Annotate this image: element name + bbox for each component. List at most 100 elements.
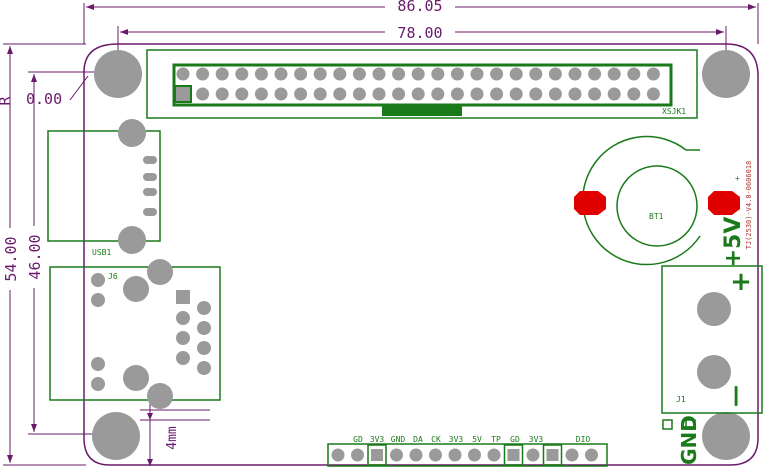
bottom-pin [468, 448, 481, 462]
mounting-hole-top-left [94, 50, 142, 98]
bottom-pin-label: 3V3 [370, 435, 385, 444]
header-pin [431, 67, 445, 81]
battery-plus-label: + [735, 174, 740, 183]
bottom-pin-label: 3V3 [449, 435, 464, 444]
dim-board-width: 86.05 [83, 0, 759, 44]
header-pin [490, 87, 504, 101]
board-width-label: 86.05 [397, 0, 442, 15]
dim-corner-radius: R 0.00 [0, 75, 89, 108]
header-pin [470, 87, 484, 101]
header-pin [646, 87, 660, 101]
header-pin [372, 87, 386, 101]
bottom-pin [487, 448, 501, 462]
bottom-pin [409, 448, 423, 462]
bottom-pin-label: DIO [576, 435, 591, 444]
bottom-pin [585, 448, 598, 462]
header-pin [176, 67, 190, 81]
header-pin [588, 87, 602, 101]
header-pin [509, 67, 523, 81]
header-pin [529, 67, 543, 81]
hole-spacing-label: 78.00 [397, 24, 442, 42]
header-pin [196, 87, 210, 101]
bottom-pin-label: DA [413, 435, 423, 444]
header-pin [548, 87, 562, 101]
header-pin [274, 67, 288, 81]
header-pin [215, 87, 229, 101]
bottom-pin-frame [367, 444, 387, 466]
bottom-pin-label: GD [510, 435, 520, 444]
board-height-label: 54.00 [2, 236, 20, 281]
edge-offset-label: 4mm [165, 426, 180, 450]
header-pin [313, 67, 327, 81]
dim-inner-height: 46.00 [26, 71, 118, 435]
bottom-pin-label: 5V [472, 435, 482, 444]
header-pin [372, 67, 386, 81]
header-pin [196, 67, 210, 81]
header-pin [607, 67, 621, 81]
header-pin [294, 87, 308, 101]
header-pin [254, 87, 268, 101]
header-pin [450, 67, 464, 81]
header-pin [568, 87, 582, 101]
header-pin [313, 87, 327, 101]
header-pin [274, 87, 288, 101]
header-pin [352, 87, 366, 101]
dim-board-height: 54.00 [2, 43, 86, 466]
bottom-pin [429, 448, 442, 462]
ethernet-connector: J6 [49, 259, 221, 409]
header-pin [450, 87, 464, 101]
header-pin [215, 67, 229, 81]
header-pin [529, 87, 543, 101]
battery-holder: BT1 + [574, 135, 740, 266]
header-pin [411, 67, 425, 81]
bottom-pin-label: CK [431, 435, 441, 444]
mounting-hole-bottom-left [92, 412, 140, 460]
bottom-pin-square [546, 449, 559, 461]
version-label: TJ(2530)-V4.0-0606018 [745, 161, 753, 250]
mounting-hole-bottom-right [702, 412, 750, 460]
bottom-pin [351, 448, 364, 462]
header-pin [568, 67, 582, 81]
header-pin [392, 67, 406, 81]
header-pin [646, 67, 660, 81]
bottom-pin-square [507, 449, 520, 461]
dim-hole-spacing: 78.00 [117, 23, 727, 52]
bottom-pin [331, 448, 345, 462]
header-pin [548, 67, 562, 81]
header-pin [607, 87, 621, 101]
header-pin [333, 87, 347, 101]
header-pin [294, 67, 308, 81]
power-jack-label: J1 [676, 395, 686, 404]
header-pin [588, 67, 602, 81]
dim-edge-offset: 4mm [140, 398, 210, 466]
header-pin [470, 67, 484, 81]
header-pin [627, 67, 641, 81]
header-pin [352, 67, 366, 81]
header-pin [411, 87, 425, 101]
bottom-pin-label: TP [491, 435, 501, 444]
usb-label: USB1 [92, 248, 111, 257]
bottom-pin [526, 448, 540, 462]
header-pin-1 [174, 85, 192, 103]
bottom-pin-frame [542, 444, 563, 466]
bottom-pin-frame [503, 444, 524, 466]
gpio-header: XSJK1 [146, 49, 698, 119]
bottom-pin [565, 448, 579, 462]
header-pin [254, 67, 268, 81]
header-label: XSJK1 [662, 107, 686, 116]
header-pin [235, 87, 249, 101]
power-plus-label: + [730, 267, 752, 297]
ethernet-label: J6 [108, 272, 118, 281]
usb-connector: USB1 [47, 119, 161, 257]
inner-height-label: 46.00 [26, 234, 44, 279]
header-pin [235, 67, 249, 81]
bottom-pin-label: GND [391, 435, 406, 444]
header-pin [392, 87, 406, 101]
header-pin [509, 87, 523, 101]
power-jack: J1 + — [661, 265, 763, 414]
power-minus-label: — [723, 385, 748, 407]
pad-square-1 [662, 419, 673, 430]
board-outline [83, 43, 759, 466]
